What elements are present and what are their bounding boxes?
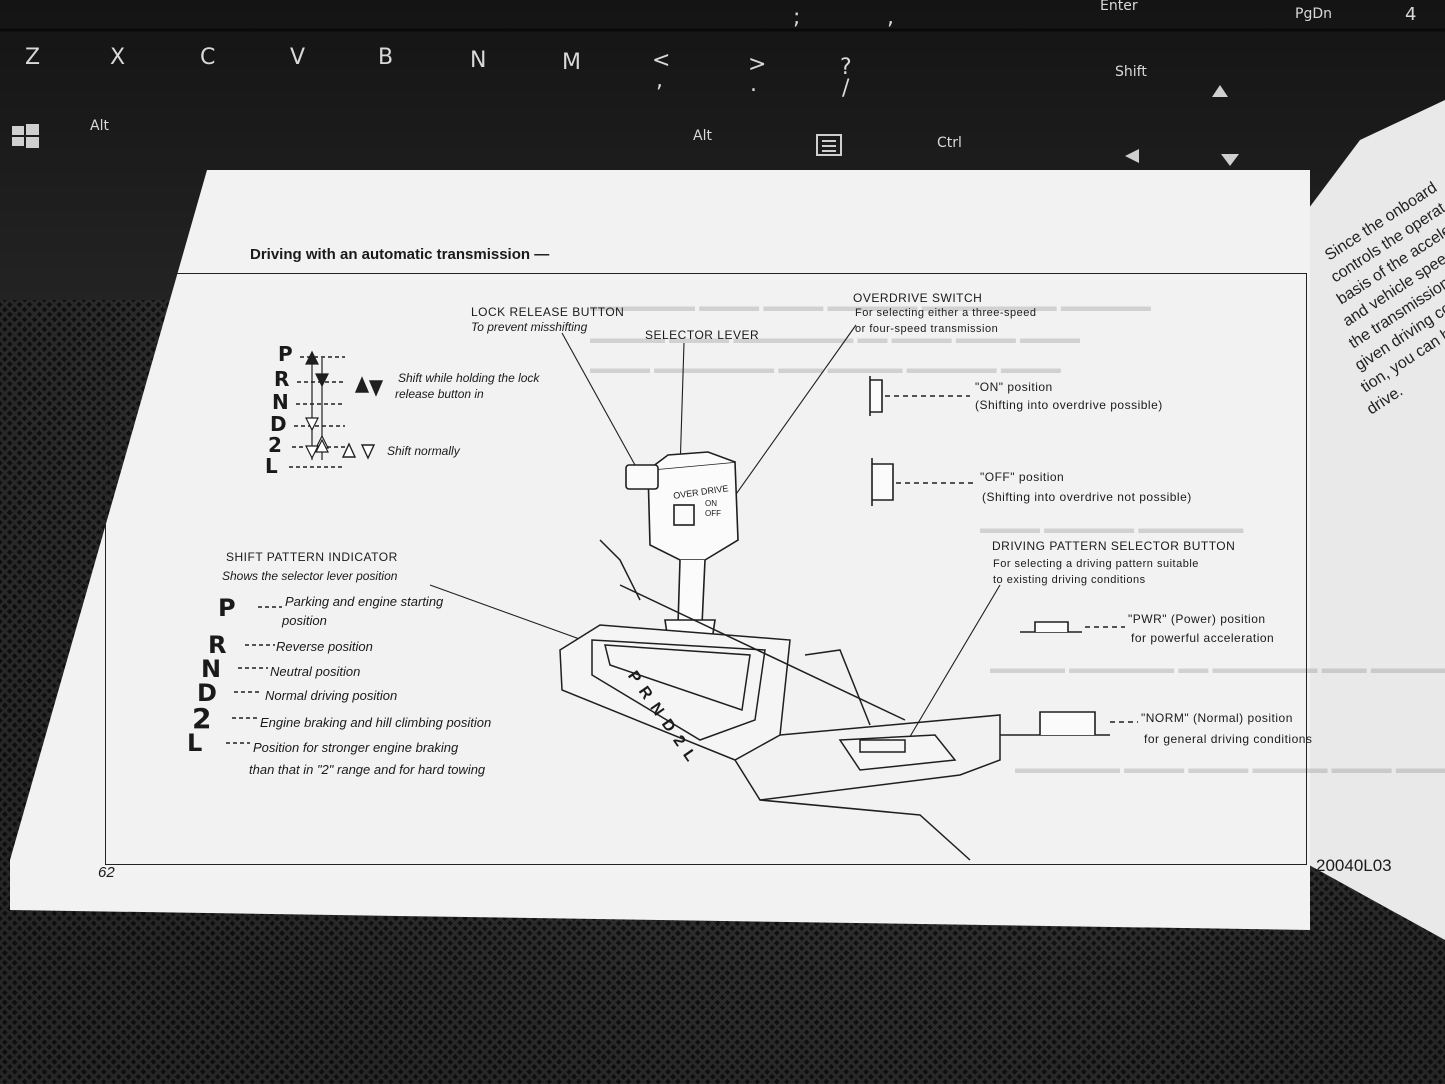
keyboard-key: > [748, 52, 767, 77]
legend-arrows [341, 376, 384, 460]
pattern-gear-2: 2 [268, 433, 282, 457]
indicator-d-text: Normal driving position [265, 688, 398, 703]
overdrive-title: OVERDRIVE SWITCH [853, 291, 983, 305]
windows-icon [12, 124, 39, 148]
ctrl-key: Ctrl [937, 135, 962, 151]
keyboard-key: , [656, 68, 663, 93]
pwr-label: "PWR" (Power) position [1128, 612, 1266, 626]
overdrive-on-label: "ON" position [975, 380, 1053, 394]
indicator-n-text: Neutral position [270, 664, 361, 679]
bleed-through-text: ▬▬▬▬▬ ▬▬▬▬ ▬▬▬▬▬▬▬▬ ▬▬ ▬▬▬▬ ▬▬▬▬ ▬▬▬▬ [590, 330, 1081, 347]
lock-release-title: LOCK RELEASE BUTTON [471, 305, 625, 319]
lock-release-desc: To prevent misshifting [471, 320, 588, 334]
keyboard-key: M [562, 50, 581, 75]
arrow-left-icon [1125, 149, 1139, 163]
overdrive-off-desc: (Shifting into overdrive not possible) [982, 490, 1192, 504]
keyboard-key: B [378, 45, 394, 70]
indicator-gear-l: L [187, 729, 203, 757]
console [559, 539, 1001, 861]
pattern-gear-l: L [265, 454, 278, 478]
four-key: 4 [1405, 4, 1417, 25]
shift-arrows [305, 350, 329, 460]
indicator-gear-d: D [197, 679, 217, 707]
indicator-gear-p: P [218, 594, 236, 622]
page-heading: Driving with an automatic transmission — [250, 246, 550, 263]
keyboard-key: X [110, 45, 126, 70]
keyboard-key: Z [25, 45, 41, 70]
pwr-desc: for powerful acceleration [1131, 631, 1275, 645]
pattern-selector-title: DRIVING PATTERN SELECTOR BUTTON [992, 539, 1236, 553]
alt-left-key: Alt [90, 118, 109, 134]
pwr-button-diagram [1020, 621, 1125, 633]
bleed-through-text: ▬▬▬▬▬▬▬ ▬▬▬▬ ▬▬▬▬ ▬▬▬▬▬ ▬▬▬▬ ▬▬▬▬ [1015, 760, 1445, 777]
keyboard-key: < [652, 48, 671, 73]
indicator-gear-2: 2 [192, 702, 212, 735]
keyboard-key: ? [840, 55, 852, 80]
indicator-r-text: Reverse position [276, 639, 373, 654]
selector-lever-title: SELECTOR LEVER [645, 328, 760, 342]
norm-label: "NORM" (Normal) position [1141, 711, 1293, 725]
overdrive-desc-1: For selecting either a three-speed [855, 307, 1037, 319]
indicator-l-text-2: than that in "2" range and for hard towi… [249, 762, 486, 777]
pgdn-key: PgDn [1295, 6, 1332, 22]
pattern-gear-d: D [270, 412, 287, 436]
bleed-through-text: ▬▬▬▬▬▬▬ ▬▬▬▬ ▬▬▬▬ ▬▬▬▬▬▬ ▬▬▬▬▬▬▬▬▬ ▬▬▬▬▬… [590, 298, 1151, 315]
bleed-through-text: ▬▬▬▬▬ ▬▬▬▬▬▬▬ ▬▬ ▬▬▬▬▬▬▬ ▬▬▬ ▬▬▬▬▬ [990, 660, 1445, 677]
indicator-gear-r: R [208, 631, 227, 659]
keyboard-key: N [470, 48, 487, 73]
bleed-through-text: ▬▬▬▬ ▬▬▬▬▬▬ ▬▬▬▬▬▬▬ [980, 520, 1244, 537]
figure-frame [105, 273, 1307, 865]
keyboard-key: / [842, 76, 850, 101]
overdrive-off-diagram [871, 458, 975, 506]
indicator-desc: Shows the selector lever position [222, 569, 398, 583]
menu-icon [816, 134, 842, 156]
keyboard-key: V [290, 45, 306, 70]
indicator-p-text: Parking and engine starting [285, 594, 444, 609]
overdrive-desc-2: or four-speed transmission [855, 323, 999, 335]
keyboard-glyphs [0, 28, 1445, 166]
overdrive-off-label: "OFF" position [980, 470, 1065, 484]
shift-holding-note: Shift while holding the lock [398, 371, 540, 385]
arrow-down-icon [1221, 154, 1239, 166]
indicator-l-text: Position for stronger engine braking [253, 740, 459, 755]
keyboard-key: C [200, 45, 216, 70]
pattern-gear-p: P [278, 342, 293, 366]
pattern-selector-desc-1: For selecting a driving pattern suitable [993, 558, 1199, 570]
indicator-title: SHIFT PATTERN INDICATOR [226, 550, 398, 564]
page-number: 62 [98, 864, 115, 881]
knob-on-text: ON [705, 499, 717, 508]
indicator-gear-n: N [201, 655, 222, 683]
pattern-gear-n: N [272, 390, 289, 414]
keyboard-key: . [750, 72, 757, 97]
indicator-connectors [226, 606, 282, 744]
shift-key: Shift [1115, 64, 1147, 80]
indicator-p-text-2: position [282, 613, 327, 628]
keyboard-key: , [887, 5, 894, 30]
keyboard-key: ; [793, 5, 801, 30]
overdrive-on-diagram [869, 376, 970, 416]
arrow-up-icon [1212, 85, 1228, 97]
shift-holding-note-2: release button in [395, 387, 484, 401]
indicator-2-text: Engine braking and hill climbing positio… [260, 715, 492, 730]
figure-code: 20040L03 [1316, 856, 1392, 875]
norm-button-diagram [1000, 711, 1138, 736]
pattern-selector-desc-2: to existing driving conditions [993, 574, 1146, 586]
knob-off-text: OFF [705, 509, 721, 518]
alt-right-key: Alt [693, 128, 712, 144]
norm-desc: for general driving conditions [1144, 732, 1313, 746]
pattern-gear-r: R [274, 367, 290, 391]
shift-normal-note: Shift normally [387, 444, 460, 458]
enter-key: Enter [1100, 0, 1138, 14]
selector-knob [625, 451, 739, 641]
overdrive-on-desc: (Shifting into overdrive possible) [975, 398, 1163, 412]
